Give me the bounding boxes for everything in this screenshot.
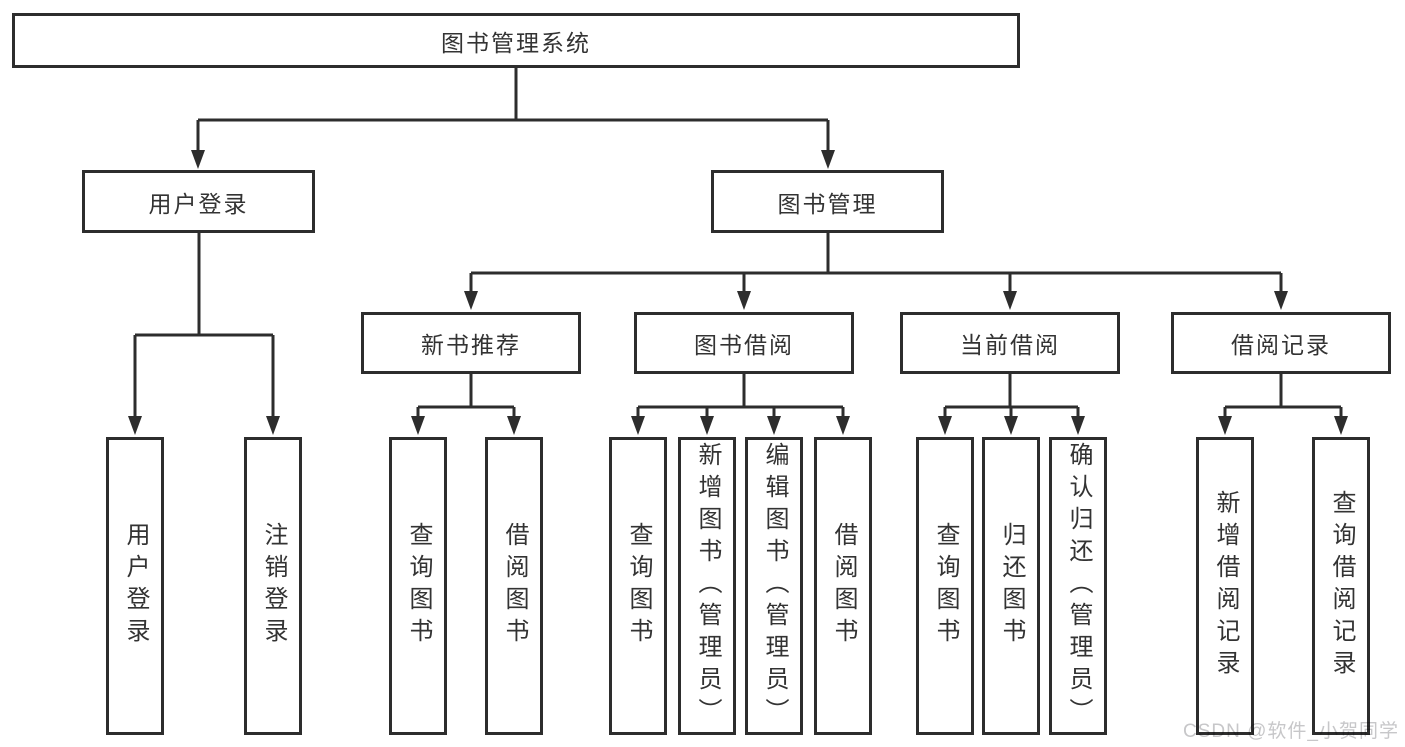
leaf-label: 用户登录	[122, 522, 149, 650]
leaf-add-borrow-record: 新增借阅记录	[1196, 437, 1254, 735]
node-borrowing-records: 借阅记录	[1171, 312, 1391, 374]
node-label: 图书借阅	[694, 332, 794, 358]
leaf-add-books-admin: 新增图书（管理员）	[678, 437, 736, 735]
node-current-borrowing: 当前借阅	[900, 312, 1120, 374]
leaf-borrow-books: 借阅图书	[814, 437, 872, 735]
leaf-logout: 注销登录	[244, 437, 302, 735]
leaf-label: 借阅图书	[501, 522, 528, 650]
leaf-label: 新增借阅记录	[1212, 490, 1239, 682]
leaf-label: 编辑图书（管理员）	[761, 442, 788, 730]
leaf-label: 归还图书	[998, 522, 1025, 650]
leaf-label: 借阅图书	[830, 522, 857, 650]
leaf-borrow-books-recommendation: 借阅图书	[485, 437, 543, 735]
leaf-label: 查询图书	[405, 522, 432, 650]
leaf-return-books: 归还图书	[982, 437, 1040, 735]
node-library-management-system: 图书管理系统	[12, 13, 1020, 68]
leaf-query-books-recommendation: 查询图书	[389, 437, 447, 735]
node-label: 图书管理系统	[441, 29, 591, 56]
csdn-watermark: CSDN @软件_小贺同学	[1183, 721, 1399, 742]
leaf-edit-books-admin: 编辑图书（管理员）	[745, 437, 803, 735]
node-label: 新书推荐	[421, 332, 521, 358]
node-label: 图书管理	[777, 190, 878, 217]
leaf-user-login: 用户登录	[106, 437, 164, 735]
leaf-label: 查询图书	[625, 522, 652, 650]
node-label: 用户登录	[148, 190, 249, 217]
leaf-query-books-borrowing: 查询图书	[609, 437, 667, 735]
node-book-management: 图书管理	[711, 170, 944, 233]
leaf-label: 确认归还（管理员）	[1065, 442, 1092, 730]
leaf-confirm-return-admin: 确认归还（管理员）	[1049, 437, 1107, 735]
node-label: 借阅记录	[1231, 332, 1331, 358]
node-label: 当前借阅	[960, 332, 1060, 358]
leaf-label: 注销登录	[260, 522, 287, 650]
leaf-query-books-current: 查询图书	[916, 437, 974, 735]
leaf-query-borrow-record: 查询借阅记录	[1312, 437, 1370, 735]
leaf-label: 查询借阅记录	[1328, 490, 1355, 682]
node-user-login: 用户登录	[82, 170, 315, 233]
leaf-label: 新增图书（管理员）	[694, 442, 721, 730]
leaf-label: 查询图书	[932, 522, 959, 650]
node-book-borrowing: 图书借阅	[634, 312, 854, 374]
node-new-book-recommendation: 新书推荐	[361, 312, 581, 374]
